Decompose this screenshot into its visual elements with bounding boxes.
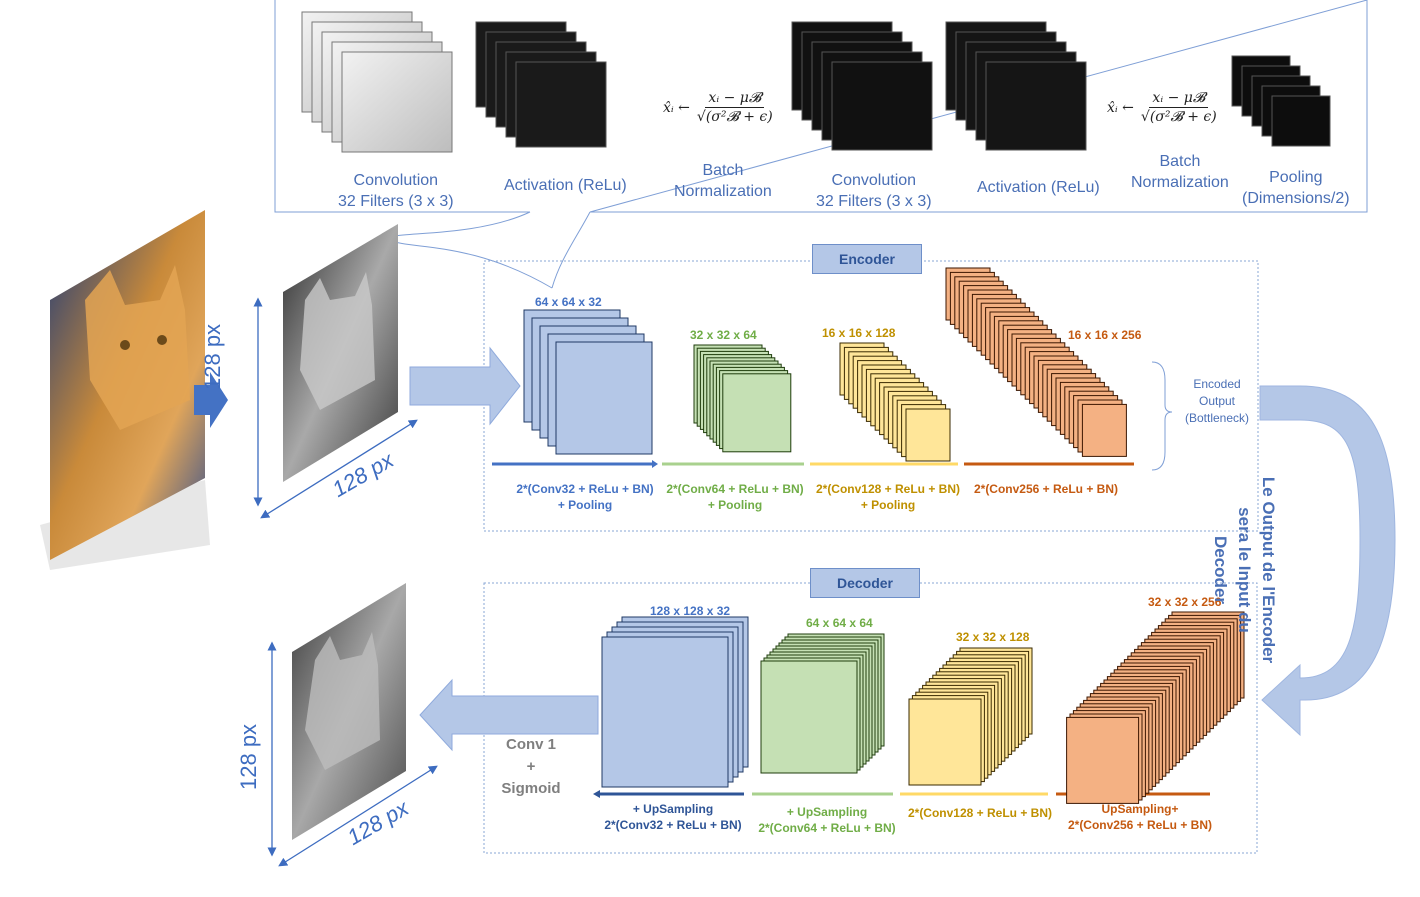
detail-conv-1-maps-layer xyxy=(341,51,453,153)
detail-activation-1-maps xyxy=(475,21,607,148)
decoder-dims-1: 128 x 128 x 32 xyxy=(650,604,731,618)
encoder-op-2: 2*(Conv64 + ReLu + BN) + Pooling xyxy=(666,482,804,512)
final-layer-label: Conv 1 + Sigmoid xyxy=(501,736,561,797)
decoder-op-3: 2*(Conv128 + ReLu + BN) xyxy=(907,806,1053,820)
detail-conv-1-maps xyxy=(301,11,453,153)
cat-color-photo-icon xyxy=(40,210,210,570)
detail-label-activation-1: Activation (ReLu) xyxy=(504,177,627,194)
decoder-op-4: UpSampling+ 2*(Conv256 + ReLu + BN) xyxy=(1067,802,1213,832)
encoder-dims-3: 16 x 16 x 128 xyxy=(822,326,896,340)
encoder-block-3-layer xyxy=(905,408,951,462)
decoder-block-2-layer xyxy=(760,660,858,774)
encoder-block-4-layer xyxy=(1081,403,1127,457)
encoder-block-3 xyxy=(839,342,951,462)
detail-label-pooling: Pooling (Dimensions/2) xyxy=(1242,169,1350,207)
detail-label-activation-2: Activation (ReLu) xyxy=(977,179,1100,196)
detail-conv-2-maps-layer xyxy=(831,61,933,151)
decoder-op-1: + UpSampling 2*(Conv32 + ReLu + BN) xyxy=(604,802,742,832)
decoder-dims-4: 32 x 32 x 256 xyxy=(1148,595,1222,609)
formula-lhs: x̂ᵢ ← xyxy=(663,99,690,116)
encoder-op-3: 2*(Conv128 + ReLu + BN) + Pooling xyxy=(815,482,961,512)
encoder-op-1: 2*(Conv32 + ReLu + BN) + Pooling xyxy=(516,482,654,512)
decoder-line-1-head xyxy=(593,790,600,798)
encoder-dims-4: 16 x 16 x 256 xyxy=(1068,328,1142,342)
decoder-dims-2: 64 x 64 x 64 xyxy=(806,616,873,630)
encoder-dims-2: 32 x 32 x 64 xyxy=(690,328,757,342)
detail-activation-2-maps-layer xyxy=(985,61,1087,151)
encoder-block-2 xyxy=(693,344,792,453)
detail-pooling-maps xyxy=(1231,55,1331,147)
encoder-dims-1: 64 x 64 x 32 xyxy=(535,295,602,309)
width-dim-line-output xyxy=(278,765,438,867)
decoder-title: Decoder xyxy=(810,568,920,598)
encoder-block-4 xyxy=(945,267,1127,457)
detail-pooling-maps-layer xyxy=(1271,95,1331,147)
detail-label-conv-1: Convolution 32 Filters (3 x 3) xyxy=(338,172,454,210)
bottleneck-bracket xyxy=(1151,361,1173,471)
formula-denominator-2: √(σ²𝓑 + ϵ) xyxy=(1140,109,1217,125)
detail-activation-1-maps-layer xyxy=(515,61,607,148)
encoder-line-1-head xyxy=(652,460,658,468)
formula-numerator-2: xᵢ − μ𝓑 xyxy=(1149,90,1209,108)
output-arrow xyxy=(419,678,599,752)
batch-norm-formula: x̂ᵢ ← xᵢ − μ𝓑 √(σ²𝓑 + ϵ) xyxy=(663,90,776,125)
decoder-block-3-layer xyxy=(908,698,982,786)
bottleneck-label: Encoded Output (Bottleneck) xyxy=(1184,377,1250,425)
formula-lhs-2: x̂ᵢ ← xyxy=(1107,99,1134,116)
batch-norm-formula-2: x̂ᵢ ← xᵢ − μ𝓑 √(σ²𝓑 + ϵ) xyxy=(1107,90,1220,125)
bridge-text: Le Output de l'Encoder sera le Input du … xyxy=(1211,476,1278,664)
decoder-block-4 xyxy=(1066,611,1245,804)
encoder-block-1 xyxy=(523,309,653,455)
encoder-block-2-layer xyxy=(722,373,792,453)
detail-activation-2-maps xyxy=(945,21,1087,151)
input-height-label: 128 px xyxy=(200,323,225,390)
width-dim-line-input xyxy=(260,419,418,519)
input-arrow xyxy=(409,346,521,426)
decoder-frame xyxy=(483,582,1258,854)
detail-label-bn-1: Batch Normalization xyxy=(674,162,772,200)
output-height-label: 128 px xyxy=(236,723,261,790)
cat-grayscale-photo-icon xyxy=(283,224,398,482)
formula-numerator: xᵢ − μ𝓑 xyxy=(705,90,765,108)
encoder-op-4: 2*(Conv256 + ReLu + BN) xyxy=(973,482,1119,496)
bridge-arrow xyxy=(1259,385,1396,737)
detail-label-conv-2: Convolution 32 Filters (3 x 3) xyxy=(816,172,932,210)
encoder-block-1-layer xyxy=(555,341,653,455)
grayscale-arrow xyxy=(194,372,228,428)
decoder-op-2: + UpSampling 2*(Conv64 + ReLu + BN) xyxy=(758,805,896,835)
decoder-block-1 xyxy=(601,616,749,788)
formula-fraction: xᵢ − μ𝓑 √(σ²𝓑 + ϵ) xyxy=(694,90,776,125)
decoder-block-2 xyxy=(760,633,885,774)
callout-pointer xyxy=(388,211,591,289)
decoder-dims-3: 32 x 32 x 128 xyxy=(956,630,1030,644)
formula-denominator: √(σ²𝓑 + ϵ) xyxy=(696,109,773,125)
detail-conv-2-maps xyxy=(791,21,933,151)
formula-fraction-2: xᵢ − μ𝓑 √(σ²𝓑 + ϵ) xyxy=(1138,90,1220,125)
detail-label-bn-2: Batch Normalization xyxy=(1131,153,1229,191)
decoder-block-3 xyxy=(908,647,1033,786)
decoder-block-1-layer xyxy=(601,636,729,788)
encoder-title: Encoder xyxy=(812,244,922,274)
decoder-block-4-layer xyxy=(1066,716,1140,804)
